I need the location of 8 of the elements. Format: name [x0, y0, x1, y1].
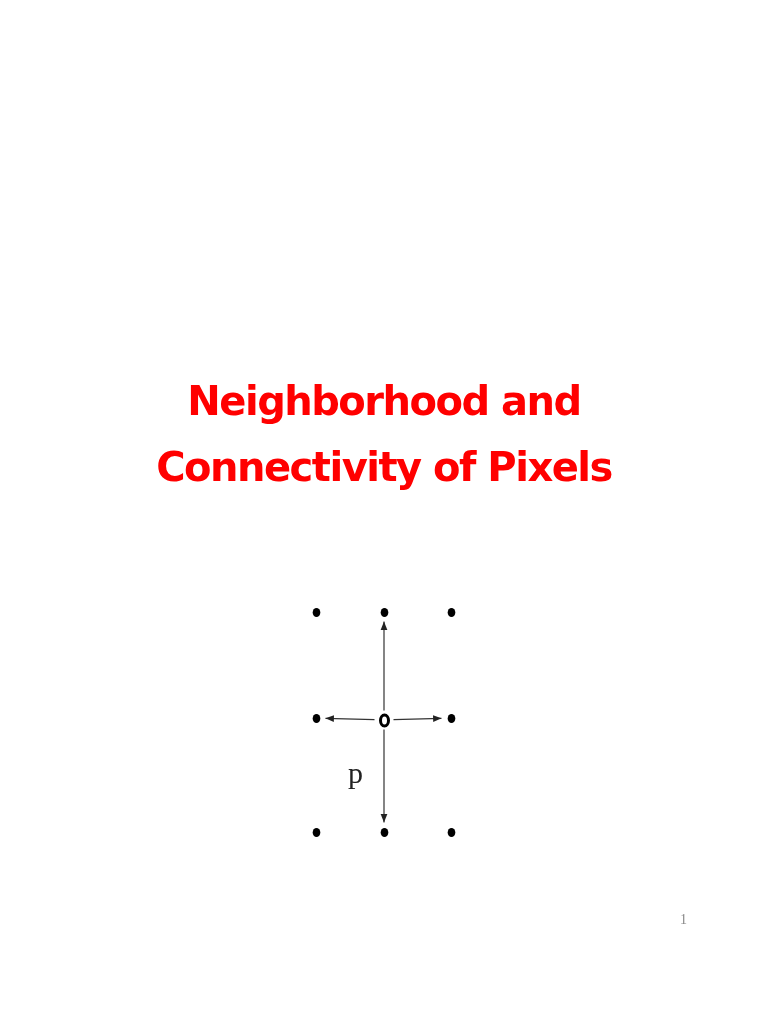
- slide-title: Neighborhood and Connectivity of Pixels: [155, 377, 613, 492]
- arrow: [380, 620, 388, 712]
- center-pixel-ring: [376, 712, 392, 728]
- arrow: [392, 715, 443, 722]
- pixel-label: p: [348, 758, 363, 788]
- arrow: [324, 715, 376, 722]
- page-number: 1: [680, 912, 687, 928]
- arrow: [380, 728, 388, 824]
